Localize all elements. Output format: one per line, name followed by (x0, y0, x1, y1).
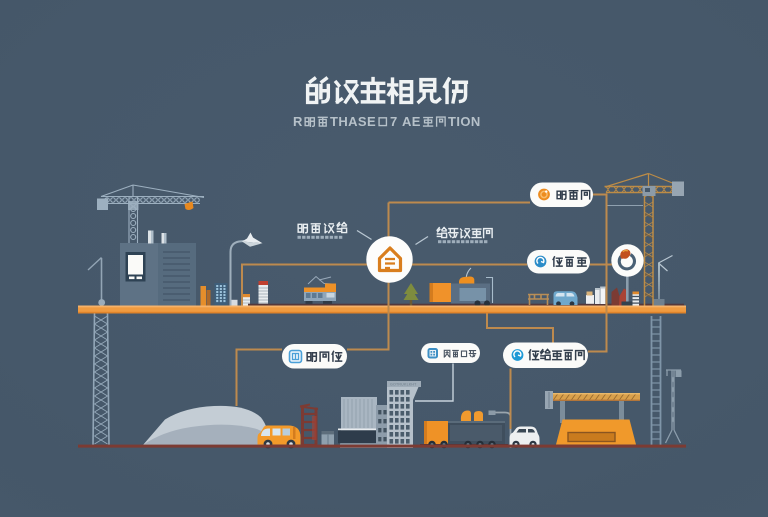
svg-text:TION: TION (448, 114, 481, 129)
svg-text:7: 7 (390, 114, 397, 129)
svg-text:GOTRUKLKHT: GOTRUKLKHT (390, 383, 417, 387)
svg-text:R: R (293, 114, 303, 129)
svg-text:THASE: THASE (330, 114, 376, 129)
svg-text:AE: AE (402, 114, 421, 129)
